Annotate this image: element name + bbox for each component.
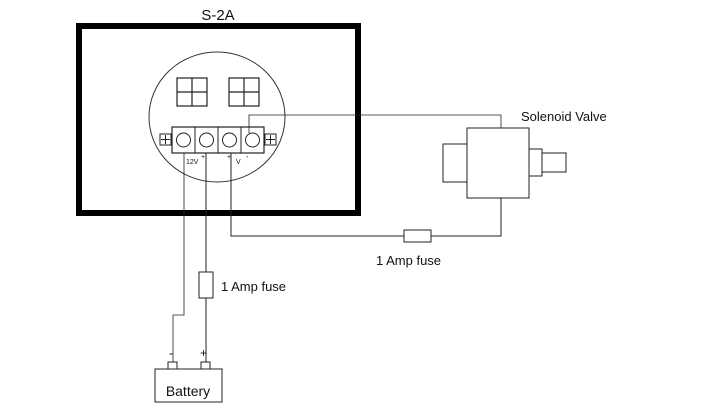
battery-terminal-minus	[167, 361, 178, 370]
fuse-battery-label: 1 Amp fuse	[221, 279, 286, 294]
faceplate-circle	[148, 51, 286, 183]
s2a-housing	[76, 23, 361, 216]
solenoid-valve-label: Solenoid Valve	[521, 109, 607, 124]
fuse-battery	[198, 271, 214, 299]
terminal-label-12v: 12V	[186, 159, 199, 166]
battery-minus-sign: -	[169, 346, 173, 360]
display-window-right	[228, 77, 260, 107]
display-window-left	[176, 77, 208, 107]
fuse-solenoid-label: 1 Amp fuse	[376, 253, 441, 268]
battery	[154, 368, 223, 403]
wire-terminal4-to-solenoid	[248, 114, 502, 133]
terminal-sign-v-minus: -	[246, 154, 249, 161]
terminal-sign-v-plus: +	[227, 154, 231, 161]
mount-screw-right-icon	[264, 133, 277, 146]
battery-label: Battery	[166, 383, 210, 399]
fuse-solenoid	[403, 229, 432, 243]
solenoid-valve	[442, 127, 567, 199]
battery-terminal-plus	[200, 361, 211, 370]
terminal-4	[245, 132, 260, 148]
wire-terminal1-to-battery-minus	[172, 153, 185, 362]
terminal-sign-12v-plus: +	[201, 154, 205, 161]
battery-plus-sign: +	[200, 346, 207, 360]
terminal-label-v: V	[236, 159, 241, 166]
terminal-block	[171, 126, 265, 154]
terminal-1	[176, 132, 191, 148]
terminal-3	[222, 132, 237, 148]
mount-screw-left-icon	[159, 133, 172, 146]
wire-terminal3-to-fuse	[230, 153, 404, 237]
terminal-2	[199, 132, 214, 148]
wire-fuse-to-solenoid	[431, 198, 502, 237]
s2a-title: S-2A	[201, 7, 234, 24]
